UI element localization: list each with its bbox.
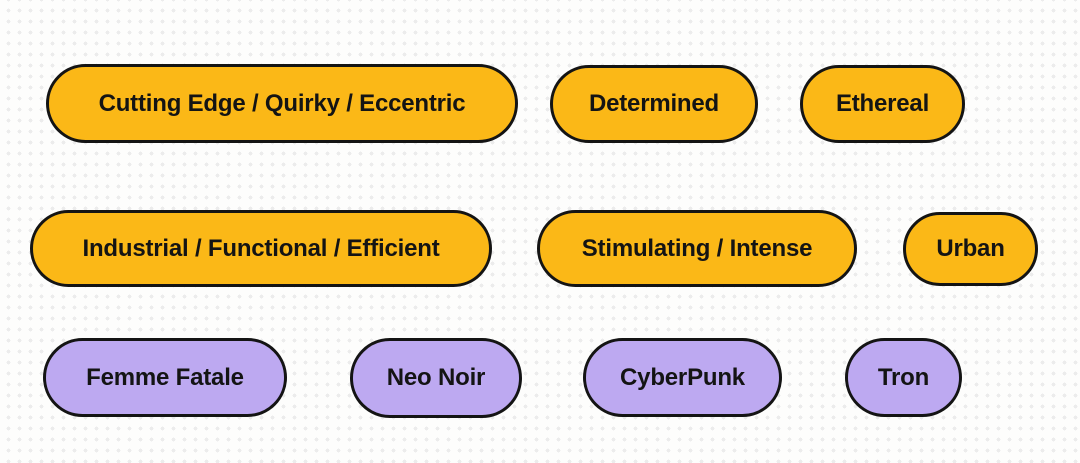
tag-label: Neo Noir [386, 364, 486, 391]
tag-industrial-functional-efficient[interactable]: Industrial / Functional / Efficient [30, 210, 492, 287]
tag-label: Industrial / Functional / Efficient [82, 234, 440, 262]
tag-label: CyberPunk [620, 363, 745, 391]
tag-stimulating-intense[interactable]: Stimulating / Intense [537, 210, 857, 287]
tag-cyberpunk[interactable]: CyberPunk [583, 338, 782, 417]
tag-label: Determined [588, 90, 720, 117]
tag-femme-fatale[interactable]: Femme Fatale [43, 338, 287, 417]
tag-determined[interactable]: Determined [550, 65, 758, 143]
tag-neo-noir[interactable]: Neo Noir [350, 338, 522, 418]
tag-label: Femme Fatale [86, 363, 244, 391]
tag-tron[interactable]: Tron [845, 338, 962, 417]
tag-label: Ethereal [835, 90, 930, 117]
tag-urban[interactable]: Urban [903, 212, 1038, 286]
tag-label: Cutting Edge / Quirky / Eccentric [98, 89, 466, 117]
tag-cutting-edge-quirky-eccentric[interactable]: Cutting Edge / Quirky / Eccentric [46, 64, 518, 143]
tag-label: Stimulating / Intense [581, 234, 813, 262]
tag-label: Urban [936, 235, 1005, 262]
tag-label: Tron [877, 363, 930, 391]
tag-ethereal[interactable]: Ethereal [800, 65, 965, 143]
